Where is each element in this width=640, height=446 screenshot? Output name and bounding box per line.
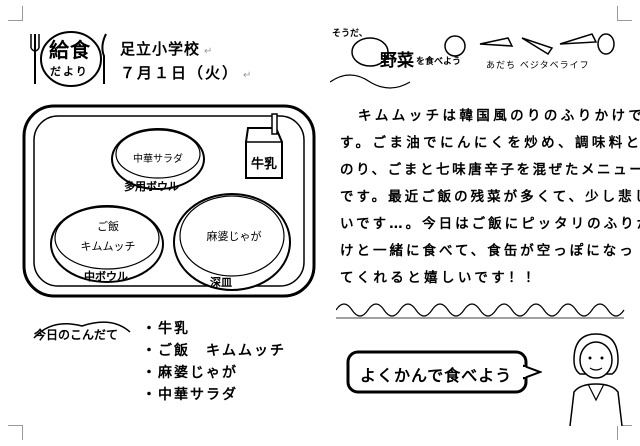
menu-item-rice: ・ご飯 キムムッチ: [142, 343, 286, 359]
crop-mark-top-right: [617, 6, 632, 21]
bubble-text: よくかんで食べよう: [360, 366, 513, 385]
kimumucchi-text: キムムッチ: [80, 240, 136, 253]
veg-suffix: を食べよう: [416, 57, 462, 67]
menu-item-milk: ・牛乳: [142, 321, 190, 337]
lunch-tray: [22, 104, 316, 298]
logo-subtitle: だより: [50, 65, 89, 78]
veg-prefix: そうだ、: [332, 29, 368, 39]
milk-label: 牛乳: [251, 157, 278, 172]
salad-text: 中華サラダ: [133, 154, 183, 165]
menu-heading-frame: [33, 321, 131, 339]
veg-subtitle: あだち ベジタベライフ: [486, 61, 590, 71]
rice-text: ご飯: [97, 220, 119, 233]
menu-heading: 今日のこんだて: [32, 316, 132, 346]
article-line-4: です。最近ご飯の残菜が多くて、少し悲し: [340, 189, 640, 205]
teacher-illustration: [569, 333, 623, 426]
crop-mark-top-left: [8, 6, 23, 21]
small-bowl-label: 多用ボウル: [124, 180, 179, 193]
menu-item-mabo: ・麻婆じゃが: [142, 365, 238, 381]
speech-bubble: よくかんで食べよう: [346, 348, 542, 396]
crop-mark-bottom-left: [8, 425, 23, 440]
deep-plate-shape: [173, 193, 291, 291]
small-bowl-shape: [111, 128, 205, 190]
plate-cutlery-icon: [30, 31, 107, 87]
middle-bowl-label: 中ボウル: [84, 270, 128, 283]
article-line-2: す。ごま油でにんにくを炒め、調味料と: [340, 135, 640, 151]
crop-mark-bottom-right: [617, 425, 632, 440]
middle-bowl-shape: [50, 205, 164, 283]
article-line-7: てくれると嬉しいです！！: [340, 270, 542, 286]
vegetable-banner: そうだ、 野菜 を食べよう あだち ベジタベライフ: [330, 24, 620, 94]
veg-title: 野菜: [380, 51, 414, 71]
school-name: 足立小学校↵: [120, 40, 214, 58]
menu-date: ７月１日（火）↵: [120, 64, 254, 82]
vegetable-illustration: [330, 33, 615, 89]
speech-bubble-frame: [346, 350, 542, 394]
logo-title: 給食: [49, 38, 91, 62]
deep-plate-label: 深皿: [210, 276, 232, 289]
menu-heading-text: 今日のこんだて: [34, 328, 119, 342]
mabo-jaga-text: 麻婆じゃが: [206, 230, 262, 243]
vegetable-divider: [336, 303, 625, 319]
article-line-6: けと一緒に食べて、食缶が空っぽになっ: [340, 243, 636, 259]
article-line-5: いです…。今日はご飯にピッタリのふりか: [340, 216, 640, 232]
menu-item-salad: ・中華サラダ: [142, 387, 238, 403]
article-line-1: キムムッチは韓国風のりのふりかけで: [358, 108, 640, 124]
article-line-3: のり、ごまと七味唐辛子を混ぜたメニュー: [340, 162, 640, 178]
milk-carton-icon: [245, 113, 283, 179]
newsletter-logo: 給食 だより: [30, 26, 108, 88]
